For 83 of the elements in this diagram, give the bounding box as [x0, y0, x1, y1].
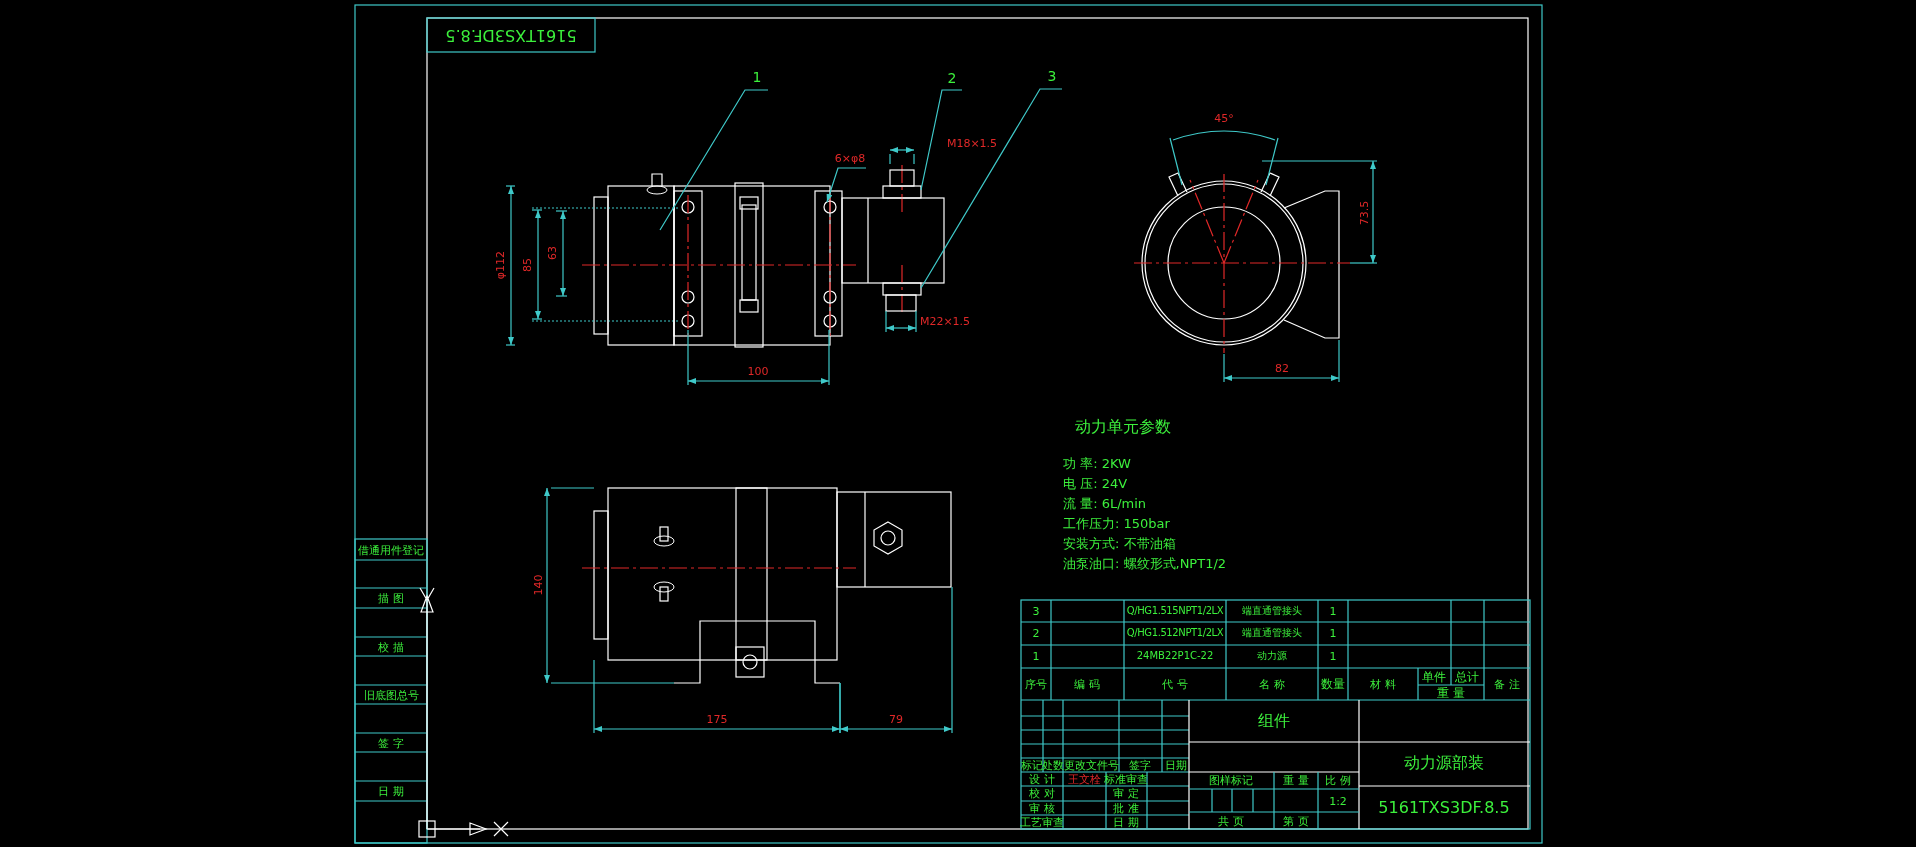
title-block-text: 审 核	[1029, 802, 1055, 814]
title-block-text: 更改文件号	[1063, 759, 1119, 771]
title-block-text: 设 计	[1029, 773, 1055, 785]
dimension-text: 85	[521, 258, 533, 272]
title-block-text: 共 页	[1218, 815, 1244, 827]
title-block-text: 1:2	[1329, 795, 1347, 807]
title-block-text: 5161TXS3DF.8.5	[1378, 800, 1510, 816]
dimension-text: 140	[532, 574, 544, 596]
label-text: 描 图	[378, 592, 404, 604]
dimension-text: 175	[706, 713, 728, 725]
table-cell-text: 总计	[1455, 671, 1479, 683]
parameter-text: 安装方式: 不带油箱	[1063, 536, 1176, 550]
hole-callout-text: 6×φ8	[834, 152, 866, 164]
table-cell-text: 24MB22P1C-22	[1136, 651, 1214, 661]
dimension-text: M22×1.5	[919, 315, 971, 327]
label-text: 5161TXS3DF.8.5	[445, 27, 577, 43]
title-block-text: 日 期	[378, 785, 404, 797]
fitting-drawing	[882, 282, 922, 312]
leader-line	[659, 89, 769, 231]
table-cell-text: 数量	[1321, 678, 1345, 690]
dimension-text: 63	[546, 246, 558, 260]
table-cell-text: 2	[1032, 627, 1040, 639]
callout-number: 3	[1047, 69, 1057, 83]
table-cell-text: 端直通管接头	[1242, 606, 1302, 616]
title-block-text: 日 期	[1113, 816, 1139, 828]
title-block-text: 审 定	[1113, 787, 1139, 799]
table-cell-text: 重 量	[1437, 687, 1465, 699]
parameter-text: 功 率: 2KW	[1063, 456, 1131, 470]
parameter-text: 流 量: 6L/min	[1063, 496, 1147, 510]
heading: 动力单元参数	[1075, 419, 1171, 435]
label-text: 借通用件登记	[358, 544, 424, 556]
title-block-text: 第 页	[1283, 815, 1309, 827]
dimension-text: M18×1.5	[946, 137, 998, 149]
bolt-hole-icon	[823, 200, 837, 214]
dimension-text: 王文栓	[1067, 773, 1101, 785]
dimension-text: φ112	[494, 250, 506, 280]
table-cell-text: 1	[1032, 650, 1040, 662]
table-cell-text: 代 号	[1162, 678, 1188, 690]
dimension-text: 73.5	[1358, 200, 1370, 226]
title-block-text: 图样标记	[1209, 774, 1253, 786]
title-block-text: 处数	[1042, 759, 1064, 771]
pump-body-drawing	[607, 185, 675, 346]
table-cell-text: Q/HG1.512NPT1/2LX	[1126, 628, 1224, 638]
table-cell-text: 单件	[1422, 671, 1446, 683]
table-cell-text: 备 注	[1494, 678, 1520, 690]
title-block-text: 标准审查	[1104, 773, 1148, 785]
fitting-drawing	[882, 169, 922, 199]
table-cell-text: 1	[1329, 605, 1337, 617]
leader-line	[826, 167, 867, 203]
table-cell-text: 3	[1032, 605, 1040, 617]
dimension-text: 100	[747, 365, 769, 377]
title-block-text: 签字	[1129, 759, 1151, 771]
dimension-text: 45°	[1214, 112, 1234, 124]
table-cell-text: 1	[1329, 627, 1337, 639]
dimension-text: 79	[889, 713, 903, 725]
table-cell-text: 编 码	[1074, 678, 1100, 690]
title-block-text: 批 准	[1113, 802, 1139, 814]
label-text: 签 字	[378, 737, 404, 749]
leader-line	[920, 89, 963, 191]
leader-line	[920, 88, 1063, 289]
callout-number: 2	[947, 71, 957, 85]
table-cell-text: 动力源	[1257, 651, 1287, 661]
dimension-text: 82	[1275, 362, 1289, 374]
table-cell-text: 1	[1329, 650, 1337, 662]
callout-number: 1	[752, 70, 762, 84]
table-cell-text: Q/HG1.515NPT1/2LX	[1126, 606, 1224, 616]
title-block-text: 工艺审查	[1020, 816, 1064, 828]
table-cell-text: 名 称	[1259, 678, 1285, 690]
table-cell-text: 序号	[1025, 678, 1047, 690]
title-block-text: 校 对	[1029, 787, 1055, 799]
title-block-text: 组件	[1258, 713, 1290, 729]
title-block-text: 动力源部装	[1404, 755, 1484, 771]
title-block-text: 比 例	[1325, 774, 1351, 786]
title-block-text: 日期	[1165, 759, 1187, 771]
title-block-text: 标记	[1021, 759, 1043, 771]
title-block-text: 重 量	[1283, 774, 1309, 786]
label-text: 校 描	[378, 641, 404, 653]
table-cell-text: 端直通管接头	[1242, 628, 1302, 638]
parameter-text: 油泵油口: 螺纹形式,NPT1/2	[1063, 556, 1227, 570]
table-cell-text: 材 料	[1370, 678, 1396, 690]
parameter-text: 电 压: 24V	[1063, 476, 1128, 490]
parameter-text: 工作压力: 150bar	[1063, 516, 1170, 530]
label-text: 旧底图总号	[363, 689, 419, 701]
